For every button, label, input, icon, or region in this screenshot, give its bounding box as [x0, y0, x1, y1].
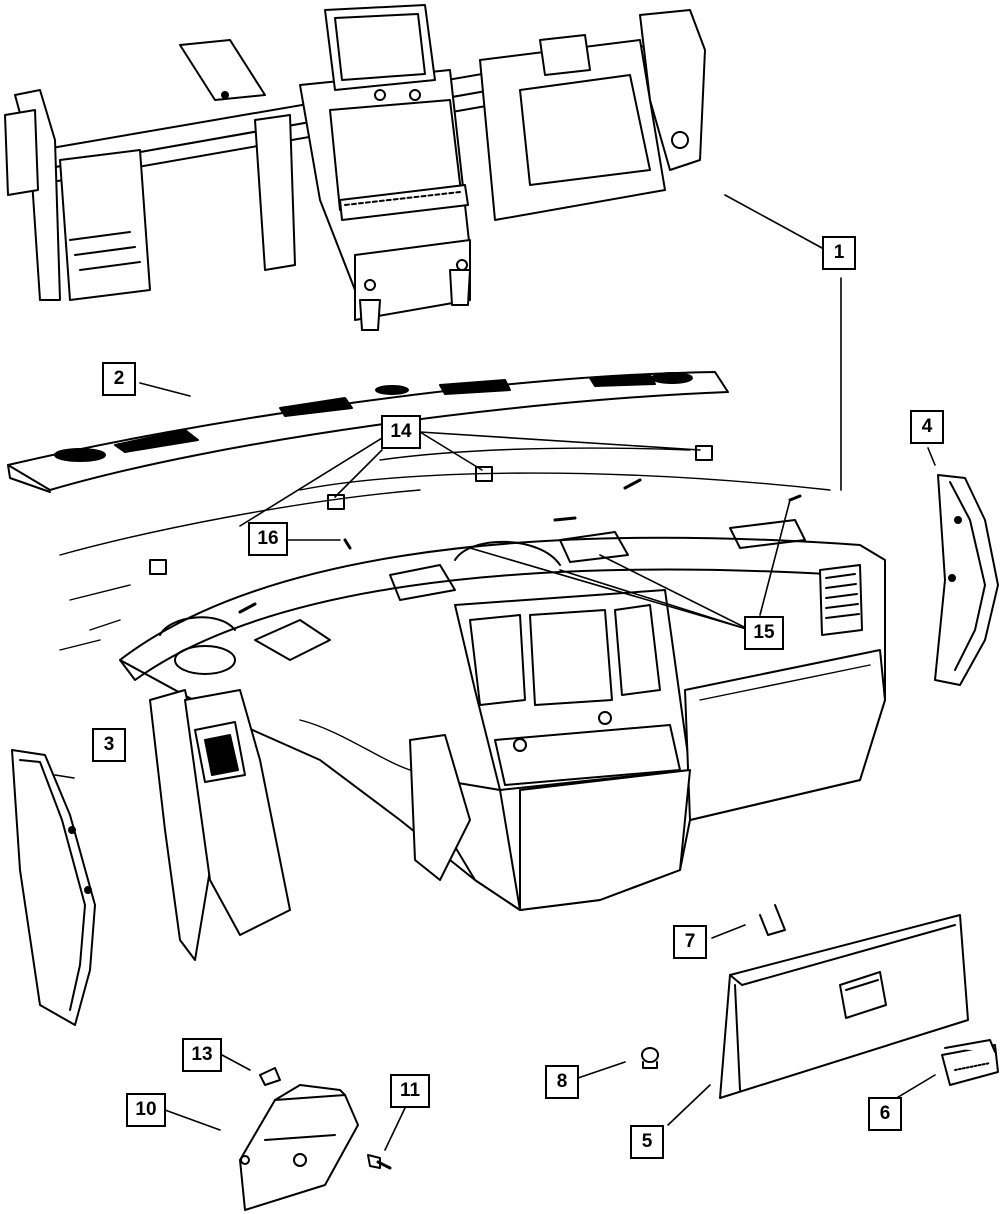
- clip: [259, 1067, 281, 1086]
- right-end-cap: [934, 474, 999, 686]
- callout-11: 11: [390, 1074, 430, 1108]
- callout-6: 6: [868, 1097, 902, 1131]
- callout-14: 14: [381, 415, 421, 449]
- screw: [367, 1154, 392, 1170]
- glove-box-door: [719, 914, 969, 1099]
- callout-4: 4: [910, 410, 944, 444]
- bolster-bracket: [239, 1084, 359, 1211]
- callout-2: 2: [102, 362, 136, 396]
- top-cover: [7, 371, 729, 493]
- cross-car-beam: [4, 4, 706, 331]
- callout-13: 13: [182, 1038, 222, 1072]
- callout-5: 5: [630, 1125, 664, 1159]
- callout-7: 7: [673, 925, 707, 959]
- left-end-cap: [11, 749, 96, 1026]
- check-strap: [759, 904, 786, 936]
- bumper: [641, 1047, 659, 1069]
- leader-lines: [54, 194, 936, 1151]
- glove-box-latch: [941, 1039, 999, 1086]
- callout-3: 3: [92, 728, 126, 762]
- callout-1: 1: [822, 236, 856, 270]
- callout-10: 10: [126, 1093, 166, 1127]
- instrument-panel: [59, 445, 886, 961]
- callout-16: 16: [248, 522, 288, 556]
- callout-15: 15: [744, 616, 784, 650]
- callout-8: 8: [545, 1065, 579, 1099]
